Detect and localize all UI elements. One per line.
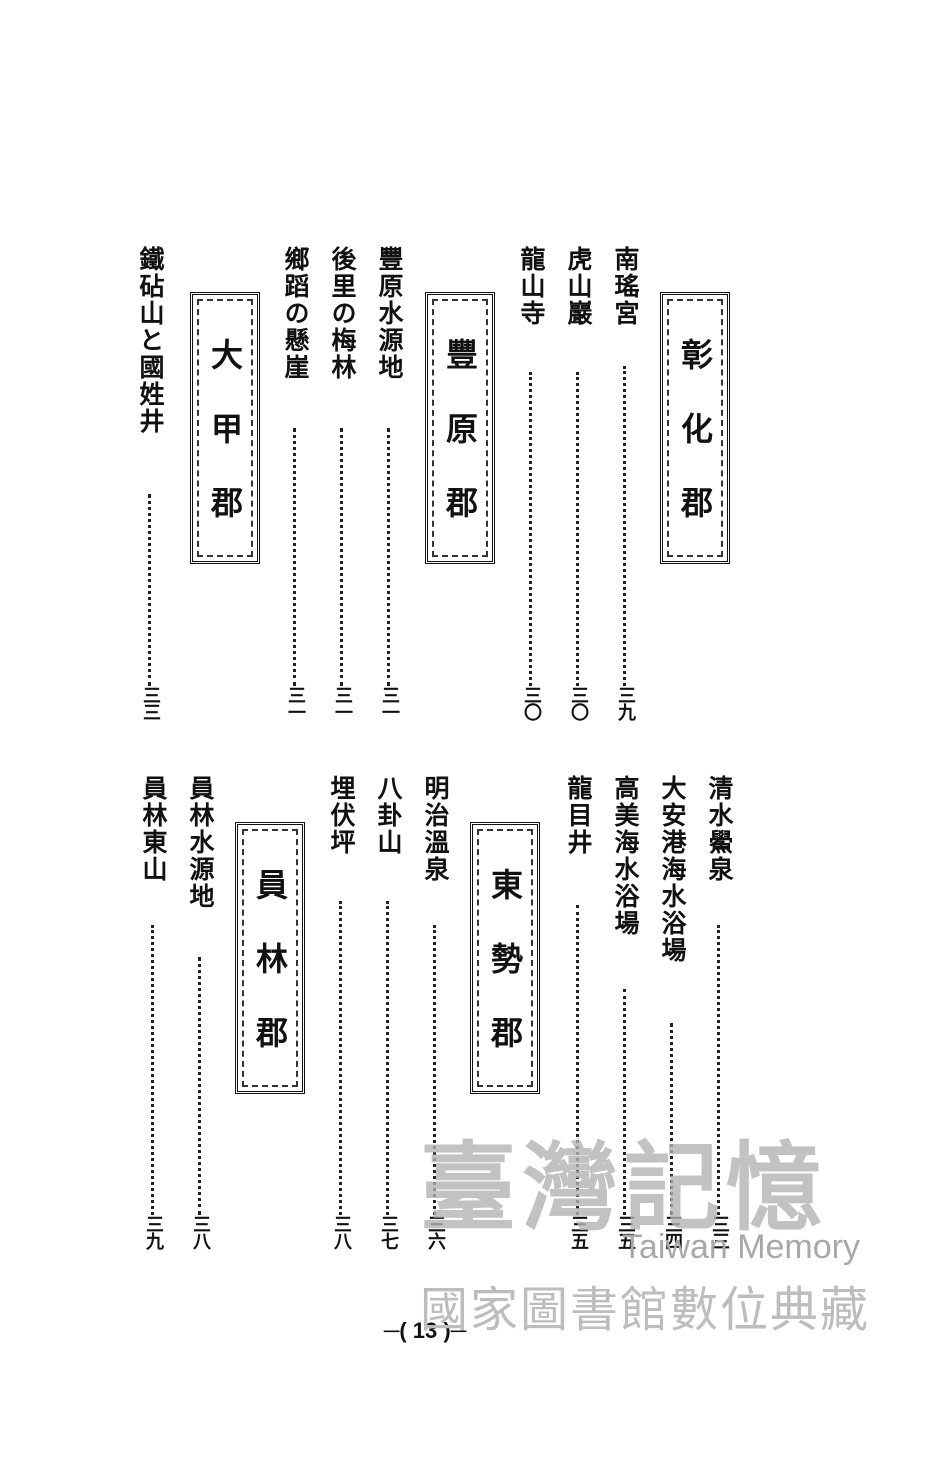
leader-dots [293, 428, 296, 686]
entry-name: 鐵砧山と國姓井 [136, 246, 165, 435]
leader-dots [623, 366, 626, 686]
toc-entry[interactable]: 八卦山 三七 [371, 775, 405, 1265]
section-title: 彰化郡 [676, 338, 714, 560]
section-heading-changhua: 彰化郡 [660, 292, 730, 564]
entry-page: 三〇 [521, 686, 542, 720]
entry-page: 三四 [662, 1215, 683, 1249]
leader-dots [198, 957, 201, 1215]
entry-page: 三七 [378, 1215, 399, 1249]
toc-entry[interactable]: 虎山巖 三〇 [561, 246, 595, 736]
toc-entry[interactable]: 鐵砧山と國姓井 三三 [133, 246, 167, 736]
entry-name: 虎山巖 [564, 246, 593, 327]
entry-page: 三一 [379, 686, 400, 720]
toc-entry[interactable]: 大安港海水浴場 三四 [655, 775, 689, 1265]
entry-page: 三八 [190, 1215, 211, 1249]
page-number: ─( 13 )─ [383, 1318, 467, 1343]
toc-entry[interactable]: 高美海水浴場 三五 [608, 775, 642, 1265]
entry-page: 三三 [140, 686, 161, 720]
leader-dots [433, 925, 436, 1215]
leader-dots [576, 372, 579, 686]
entry-page: 三九 [143, 1215, 164, 1249]
entry-name: 八卦山 [374, 775, 403, 856]
toc-entry[interactable]: 南瑤宮 三九 [608, 246, 642, 736]
leader-dots [670, 1023, 673, 1215]
leader-dots [386, 901, 389, 1215]
entry-page: 三五 [568, 1215, 589, 1249]
entry-name: 鄉蹈の懸崖 [281, 246, 310, 381]
leader-dots [340, 428, 343, 686]
leader-dots [717, 925, 720, 1215]
entry-page: 三六 [425, 1215, 446, 1249]
toc-entry[interactable]: 龍目井 三五 [561, 775, 595, 1265]
section-title: 豐原郡 [441, 338, 479, 560]
toc-entry[interactable]: 豐原水源地 三一 [372, 246, 406, 736]
toc-entry[interactable]: 後里の梅林 三一 [325, 246, 359, 736]
entry-page: 三一 [332, 686, 353, 720]
entry-name: 員林東山 [139, 775, 168, 883]
leader-dots [339, 901, 342, 1215]
toc-entry[interactable]: 明治溫泉 三六 [418, 775, 452, 1265]
section-title: 東勢郡 [486, 868, 524, 1090]
section-heading-dajia: 大甲郡 [190, 292, 260, 564]
leader-dots [148, 494, 151, 686]
leader-dots [529, 372, 532, 686]
entry-name: 員林水源地 [186, 775, 215, 910]
entry-page: 三九 [615, 686, 636, 720]
section-title: 大甲郡 [206, 338, 244, 560]
entry-page: 三八 [331, 1215, 352, 1249]
toc-entry[interactable]: 龍山寺 三〇 [514, 246, 548, 736]
toc-entry[interactable]: 埋伏坪 三八 [324, 775, 358, 1265]
leader-dots [623, 989, 626, 1215]
toc-entry[interactable]: 員林水源地 三八 [183, 775, 217, 1265]
entry-name: 明治溫泉 [421, 775, 450, 883]
entry-name: 後里の梅林 [328, 246, 357, 381]
section-heading-yuanlin: 員林郡 [235, 822, 305, 1094]
entry-name: 龍目井 [564, 775, 593, 856]
section-heading-fengyuan: 豐原郡 [425, 292, 495, 564]
entry-page: 三五 [615, 1215, 636, 1249]
leader-dots [387, 428, 390, 686]
entry-page: 三〇 [568, 686, 589, 720]
entry-name: 高美海水浴場 [611, 775, 640, 937]
entry-name: 埋伏坪 [327, 775, 356, 856]
entry-name: 南瑤宮 [611, 246, 640, 327]
entry-page: 三三 [709, 1215, 730, 1249]
section-title: 員林郡 [251, 868, 289, 1090]
entry-name: 大安港海水浴場 [658, 775, 687, 964]
entry-name: 豐原水源地 [375, 246, 404, 381]
leader-dots [151, 925, 154, 1215]
toc-entry[interactable]: 員林東山 三九 [136, 775, 170, 1265]
leader-dots [576, 905, 579, 1215]
entry-page: 三一 [285, 686, 306, 720]
entry-name: 清水鱟泉 [705, 775, 734, 883]
entry-name: 龍山寺 [517, 246, 546, 327]
toc-entry[interactable]: 清水鱟泉 三三 [702, 775, 736, 1265]
toc-entry[interactable]: 鄉蹈の懸崖 三一 [278, 246, 312, 736]
section-heading-dongshi: 東勢郡 [470, 822, 540, 1094]
